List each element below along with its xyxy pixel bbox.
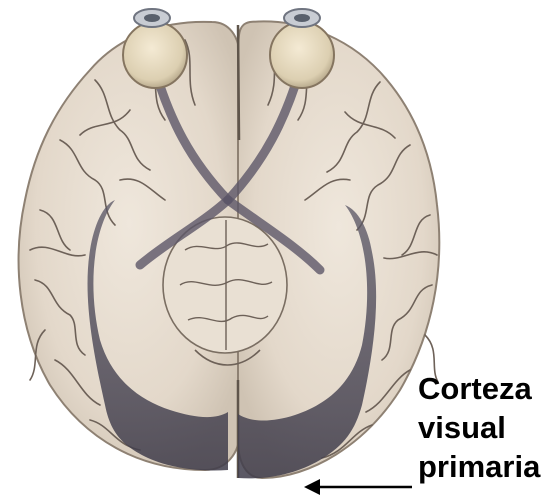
visual-cortex-label: Corteza visual primaria [418,369,546,486]
label-line-2: visual [418,408,546,447]
label-line-3: primaria [418,447,546,486]
right-eye-icon [270,9,334,88]
label-line-1: Corteza [418,369,546,408]
arrow-left-icon [304,479,412,495]
left-eye-icon [123,9,187,88]
